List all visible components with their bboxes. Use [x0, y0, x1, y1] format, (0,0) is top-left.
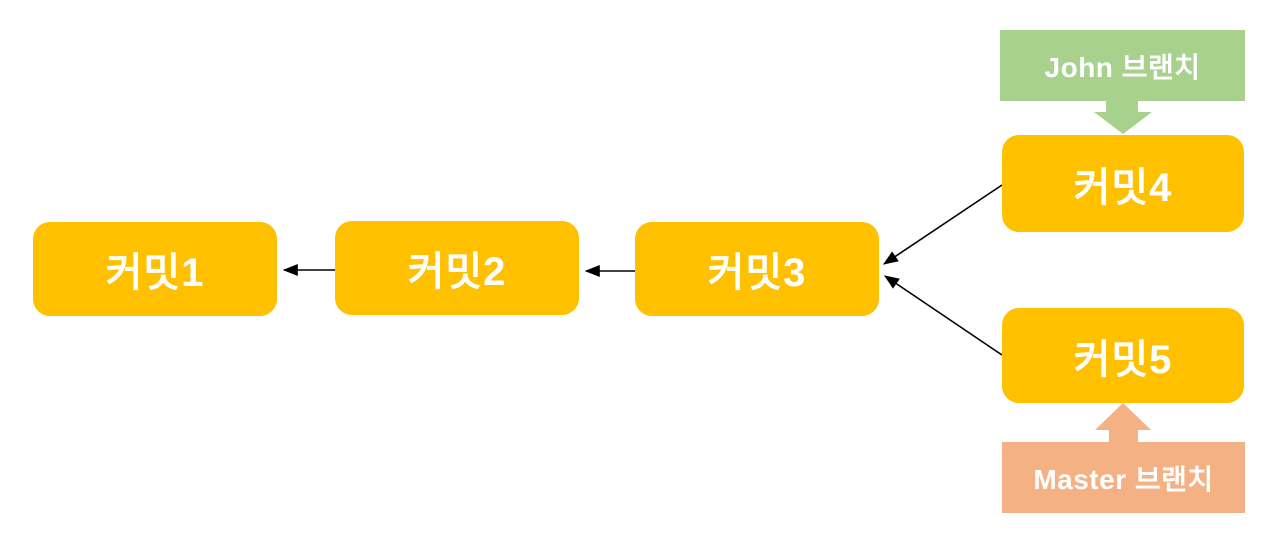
john-branch-pointer-down-arrow: [1094, 99, 1152, 134]
commit-4-label: 커밋4: [1073, 165, 1173, 210]
commit-1-label: 커밋1: [105, 251, 205, 295]
commit-node-2: 커밋2: [335, 221, 579, 315]
master-branch-label-text: Master 브랜치: [1033, 463, 1214, 495]
john-branch-label: John 브랜치: [1000, 30, 1245, 101]
commit-5-label: 커밋5: [1073, 337, 1173, 382]
commit-2-label: 커밋2: [407, 250, 507, 294]
commit-node-5: 커밋5: [1002, 308, 1244, 403]
edge-commit4-to-commit3: [883, 184, 1003, 265]
master-branch-label: Master 브랜치: [1002, 442, 1245, 513]
master-branch-pointer-up-arrow: [1095, 403, 1151, 444]
edge-commit5-to-commit3: [884, 275, 1003, 356]
commit-node-1: 커밋1: [33, 222, 277, 316]
commit-3-label: 커밋3: [707, 251, 807, 295]
john-branch-label-text: John 브랜치: [1044, 51, 1201, 83]
commit-node-3: 커밋3: [635, 222, 879, 316]
commit-node-4: 커밋4: [1002, 135, 1244, 232]
